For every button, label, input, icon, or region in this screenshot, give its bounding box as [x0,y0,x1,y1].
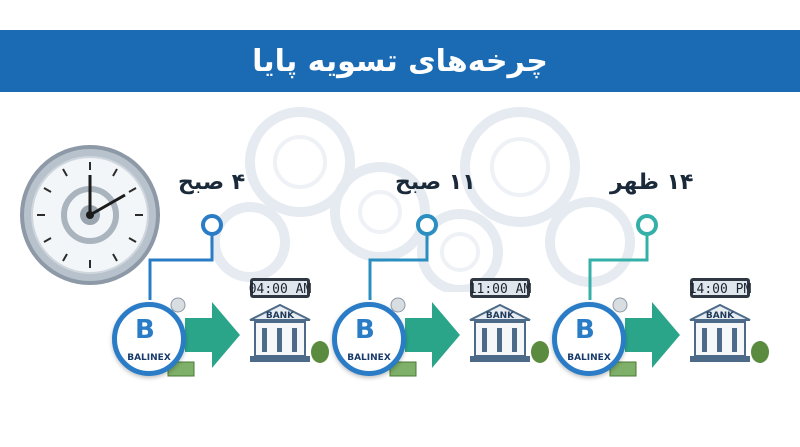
logo-mark: B [135,315,155,345]
arrow-right-icon [185,302,240,368]
timeline-node [201,214,223,236]
time-label: ۱۴ ظهر [610,170,694,195]
gear-icon [330,162,430,262]
timeline-node [636,214,658,236]
bank-label: BANK [486,311,515,321]
digital-clock-text: 11:00 AM [469,282,532,297]
title-banner: چرخه‌های تسویه پایا [0,30,800,92]
timeline-node [416,214,438,236]
logo-mark: B [575,315,595,345]
logo-mark: B [355,315,375,345]
balinex-logo-icon: B BALINEX [332,302,406,376]
brand-label: BALINEX [127,353,171,363]
bank-label: BANK [266,311,295,321]
arrow-right-icon [405,302,460,368]
balinex-logo-icon: B BALINEX [112,302,186,376]
bank-building-icon [249,303,311,362]
digital-clock-text: 14:00 PM [689,282,752,297]
coin-icon [390,297,406,313]
time-label: ۴ صبح [178,170,246,195]
gear-icon [460,107,580,227]
gear-icon [210,202,290,282]
balinex-logo-icon: B BALINEX [552,302,626,376]
arrow-right-icon [625,302,680,368]
money-bag-icon [751,341,769,363]
money-bag-icon [531,341,549,363]
bank-building-icon [469,303,531,362]
digital-clock-icon [250,278,310,298]
analog-clock-icon [20,145,160,285]
digital-clock-icon [690,278,750,298]
coin-icon [170,297,186,313]
gear-icon [417,209,503,292]
bank-building-icon [689,303,751,362]
brand-label: BALINEX [347,353,391,363]
coin-icon [612,297,628,313]
gear-icon [245,107,355,217]
brand-label: BALINEX [567,353,611,363]
time-label: ۱۱ صبح [395,170,476,195]
page-title: چرخه‌های تسویه پایا [252,43,548,79]
digital-clock-text: 04:00 AM [249,282,312,297]
digital-clock-icon [470,278,530,298]
bank-label: BANK [706,311,735,321]
money-bag-icon [311,341,329,363]
